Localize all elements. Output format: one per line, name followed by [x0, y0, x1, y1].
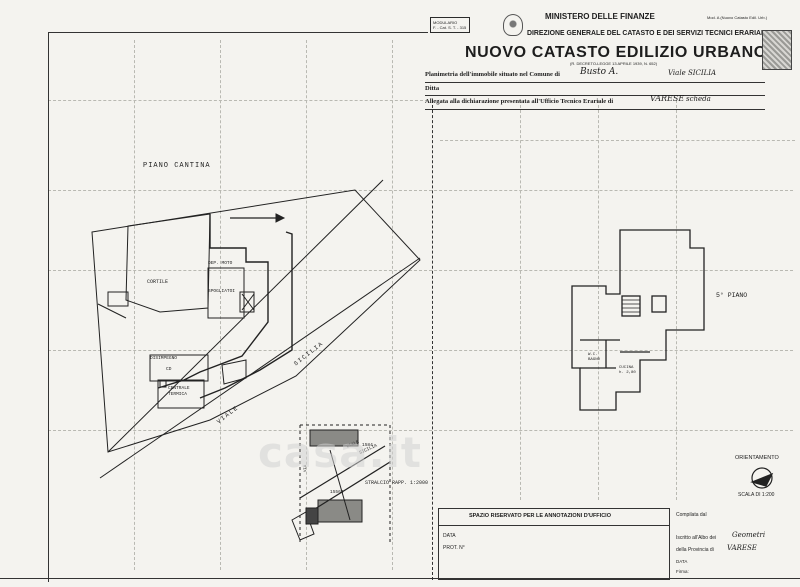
scale-label: SCALA DI 1:200: [738, 492, 775, 498]
floor-label-cantina: PIANO CANTINA: [143, 162, 211, 170]
compilata-label: Compilata dal: [676, 512, 707, 518]
arrow-head: [275, 213, 286, 223]
iscritto-label: Iscritto all'Albo dei: [676, 535, 717, 541]
side-room: [107, 291, 129, 307]
inset-number-bottom: 15564: [330, 490, 344, 495]
label-dep-moto: DEP. MOTO: [208, 261, 233, 266]
grid-line: [598, 100, 599, 500]
grid-line: [48, 270, 793, 271]
grid-line: [440, 140, 795, 141]
compass-icon: [750, 467, 774, 489]
office-data-label: DATA: [443, 533, 456, 539]
office-box-divider: [439, 525, 669, 526]
label-cortile: CORTILE: [147, 279, 169, 285]
hatch: [241, 293, 255, 311]
room-outline: [239, 291, 255, 313]
ditta-label: Ditta: [425, 85, 440, 92]
grid-line: [48, 350, 793, 351]
grid-line: [48, 100, 428, 101]
room-outline: [651, 295, 667, 313]
inset-subject-lot: [305, 507, 319, 525]
floor-label-5: 5° PIANO: [716, 292, 748, 299]
room-outline: [221, 359, 247, 385]
grid-line: [134, 40, 135, 570]
ruled-line: [425, 95, 765, 96]
compiled-data-label: DATA: [676, 559, 688, 564]
direction-name: DIREZIONE GENERALE DEL CATASTO E DEI SER…: [527, 28, 768, 37]
label-disimpegno: DISIMPEGNO: [150, 356, 178, 361]
albo-value: Geometri: [732, 531, 766, 539]
label-spogliatoi: SPOGLIATOI: [208, 289, 236, 294]
scheda-label: scheda: [686, 95, 711, 103]
marker: [159, 380, 167, 388]
wall: [97, 303, 127, 319]
via-value: Viale SICILIA: [668, 69, 717, 77]
frame-top-left: [48, 32, 428, 33]
comune-value: Busto A.: [580, 67, 619, 77]
emblem-icon: [503, 14, 523, 36]
courtyard-outline: [125, 213, 211, 313]
inset-road: [299, 445, 386, 499]
stair-outline: [621, 295, 641, 317]
grid-line: [676, 100, 677, 500]
label-cucina: CUCINA h. 2,80: [619, 366, 636, 375]
inset-block: [291, 511, 315, 541]
grid-line: [306, 40, 307, 570]
ministry-name: MINISTERO DELLE FINANZE: [545, 12, 655, 21]
ruled-line: [425, 109, 765, 110]
ruled-line: [425, 82, 765, 83]
label-wc-bagno: W.C. BAGNO: [588, 353, 601, 362]
law-note: (R. DECRETO-LEGGE 13 APRILE 1939, N. 652…: [570, 61, 658, 66]
frame-left: [48, 32, 49, 582]
model-badge-text: MODULARIO F. - Cat. S. T. - 315: [433, 20, 467, 30]
inset-road: [309, 461, 391, 513]
model-badge: MODULARIO F. - Cat. S. T. - 315: [430, 17, 470, 33]
inset-road: [329, 449, 351, 521]
grid-line: [48, 430, 793, 431]
wall: [157, 214, 269, 389]
room-outline: [157, 379, 205, 409]
frame-divider: [432, 100, 433, 580]
property-boundary: [91, 189, 421, 453]
document-title: NUOVO CATASTO EDILIZIO URBANO: [465, 44, 767, 61]
provincia-value: VARESE: [727, 544, 757, 552]
allegata-label: Allegata alla dichiarazione presentata a…: [425, 98, 614, 105]
inset-scale-label: STRALCIO RAPP. 1:2000: [365, 480, 429, 486]
orientation-label: ORIENTAMENTO: [735, 455, 779, 461]
apartment-outline: [571, 229, 705, 411]
revenue-stamp: [762, 30, 792, 70]
wall: [199, 231, 293, 399]
label-centrale-termica: CENTRALE TERMICA: [168, 386, 190, 397]
label-cd: CD: [166, 367, 172, 372]
inset-number-top: 1584: [362, 443, 373, 448]
office-prot-label: PROT. N°: [443, 545, 465, 551]
ufficio-value: VARESE: [650, 94, 685, 103]
grid-line: [220, 40, 221, 570]
firma-label: Firma:: [676, 569, 689, 574]
inset-block: [309, 429, 359, 447]
office-box-title: SPAZIO RISERVATO PER LE ANNOTAZIONI D'UF…: [469, 513, 611, 519]
road-edge: [99, 257, 421, 479]
office-annotation-box: SPAZIO RISERVATO PER LE ANNOTAZIONI D'UF…: [438, 508, 670, 580]
grid-line: [520, 100, 521, 500]
grid-line: [392, 40, 393, 570]
compiled-by-box: Compilata dal Iscritto all'Albo dei Geom…: [672, 508, 797, 578]
frame-bottom: [0, 578, 800, 579]
model-reference: Mod. A (Nuovo Catasto Edil. Urb.): [707, 15, 768, 20]
room-outline: [207, 267, 245, 319]
room-outline: [149, 354, 209, 382]
planimetria-label: Planimetria dell'immobile situato nel Co…: [425, 71, 560, 78]
road-edge: [107, 179, 384, 453]
provincia-label: della Provincia di: [676, 547, 714, 553]
watermark: casa.it: [258, 428, 423, 477]
grid-line: [48, 190, 793, 191]
